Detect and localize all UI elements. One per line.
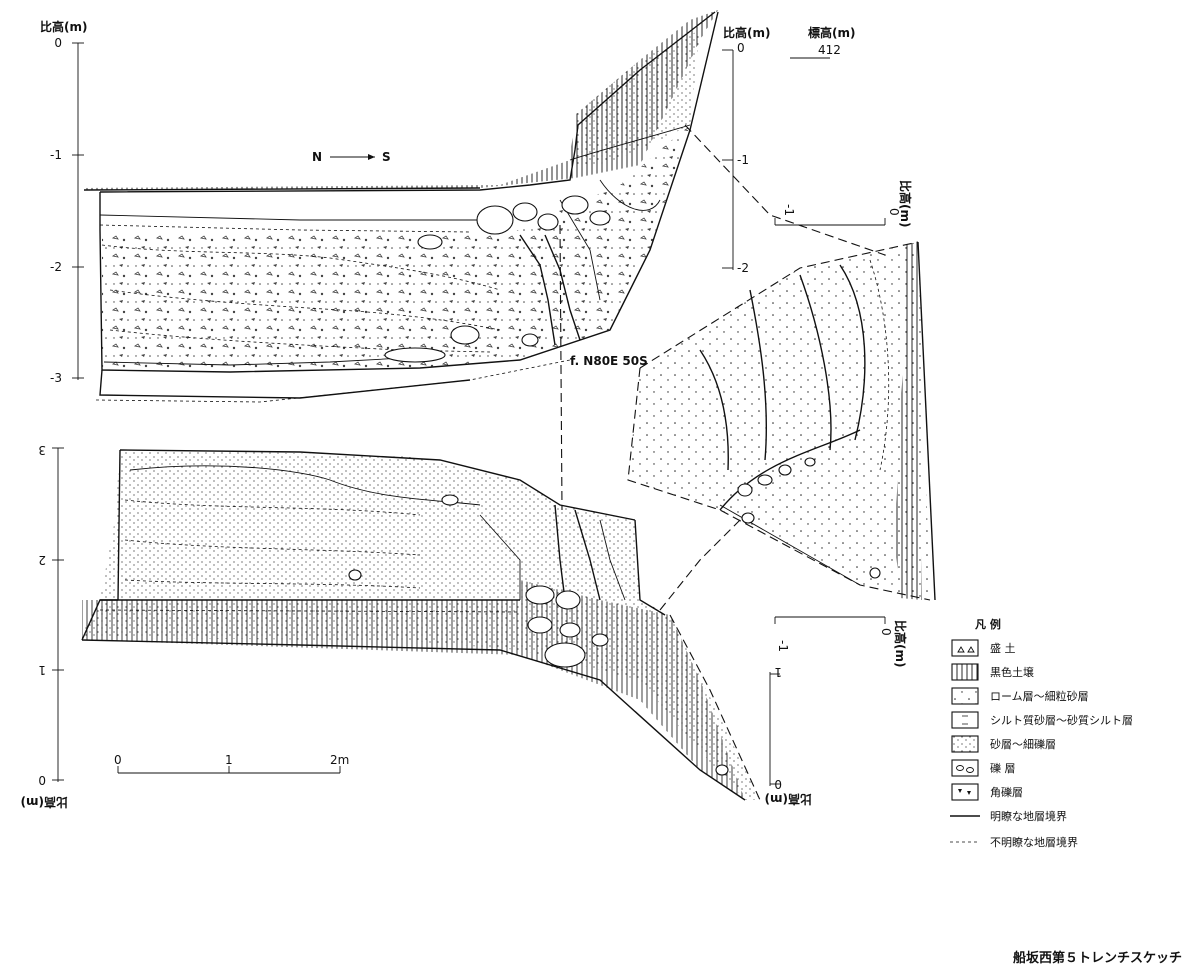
scale-tick-label: 0 [114,753,122,767]
axis-left-bottom [52,447,64,782]
scale-tick-label: 1 [225,753,233,767]
legend-item-silty-sand: シルト質砂層～砂質シルト層 [951,711,1133,729]
south-label: S [382,150,391,164]
legend-item-clear-boundary: 明瞭な地層境界 [950,809,1067,823]
tick-label: 2 [38,553,46,567]
legend-item-loam: ローム層～細粒砂層 [951,687,1089,705]
top-wall-section [83,10,719,403]
tick-label: -1 [737,153,749,167]
figure-title: 船坂西第５トレンチスケッチ [1013,950,1182,966]
elevation-label: 標高(m) [808,25,855,40]
tick-label: -1 [782,204,796,216]
tick-label: 0 [879,628,893,636]
axis-left-top-label: 比高(m) [40,19,87,34]
tick-label: -2 [50,260,62,274]
legend-item-black-soil: 黒色土壌 [951,663,1034,681]
axis-mid-bottom-small [774,616,886,624]
axis-mid-top-small [774,218,886,226]
end-wall-section [627,241,936,601]
scale-tick-label: 2m [330,753,349,767]
legend-label: 礫 層 [990,761,1016,775]
tick-label: -2 [737,261,749,275]
tick-label: 1 [774,665,782,679]
legend-label: 黒色土壌 [990,665,1034,679]
legend-label: 明瞭な地層境界 [990,809,1067,823]
tick-label: 0 [774,777,782,791]
north-label: N [312,150,322,164]
legend-item-sand-gravel: 砂層～細礫層 [951,735,1056,753]
fault-label: f. N80E 50S [570,354,648,368]
legend: 凡 例 盛 土 黒色土壌 ローム層～細粒砂層 シルト質砂層～砂質シルト層 砂層～… [950,617,1133,849]
axis-right-bottom-label: 比高(m) [765,792,812,807]
axis-right-bottom [769,672,780,786]
legend-item-angular-gravel: 角礫層 [951,783,1023,801]
fault-trace-lines [559,124,886,611]
tick-label: 1 [38,663,46,677]
legend-heading: 凡 例 [975,617,1001,631]
tick-label: -1 [50,148,62,162]
elevation-value: 412 [818,43,841,57]
legend-item-fill: 盛 土 [951,639,1016,657]
tick-label: 0 [887,208,901,216]
scale-bar [117,766,341,774]
axis-mid-bottom-label: 比高(m) [893,620,908,667]
legend-label: 不明瞭な地層境界 [990,835,1078,849]
tick-label: -3 [50,371,62,385]
tick-label: -1 [776,640,790,652]
tick-label: 0 [737,41,745,55]
legend-label: 盛 土 [990,641,1016,655]
legend-item-unclear-boundary: 不明瞭な地層境界 [950,835,1078,849]
axis-right-top [722,49,830,270]
legend-label: ローム層～細粒砂層 [990,689,1089,703]
tick-label: 0 [38,773,46,787]
tick-label: 3 [38,443,46,457]
legend-label: 砂層～細礫層 [990,737,1056,751]
axis-left-bottom-label: 比高(m) [21,795,68,810]
legend-label: 角礫層 [990,785,1023,799]
axis-right-top-label: 比高(m) [723,25,770,40]
north-south-arrow [330,154,375,160]
tick-label: 0 [54,36,62,50]
bottom-wall-section [80,449,761,801]
legend-label: シルト質砂層～砂質シルト層 [990,713,1133,727]
axis-mid-top-label: 比高(m) [898,180,913,227]
legend-item-gravel: 礫 層 [951,759,1016,777]
axis-left-top [72,42,84,380]
